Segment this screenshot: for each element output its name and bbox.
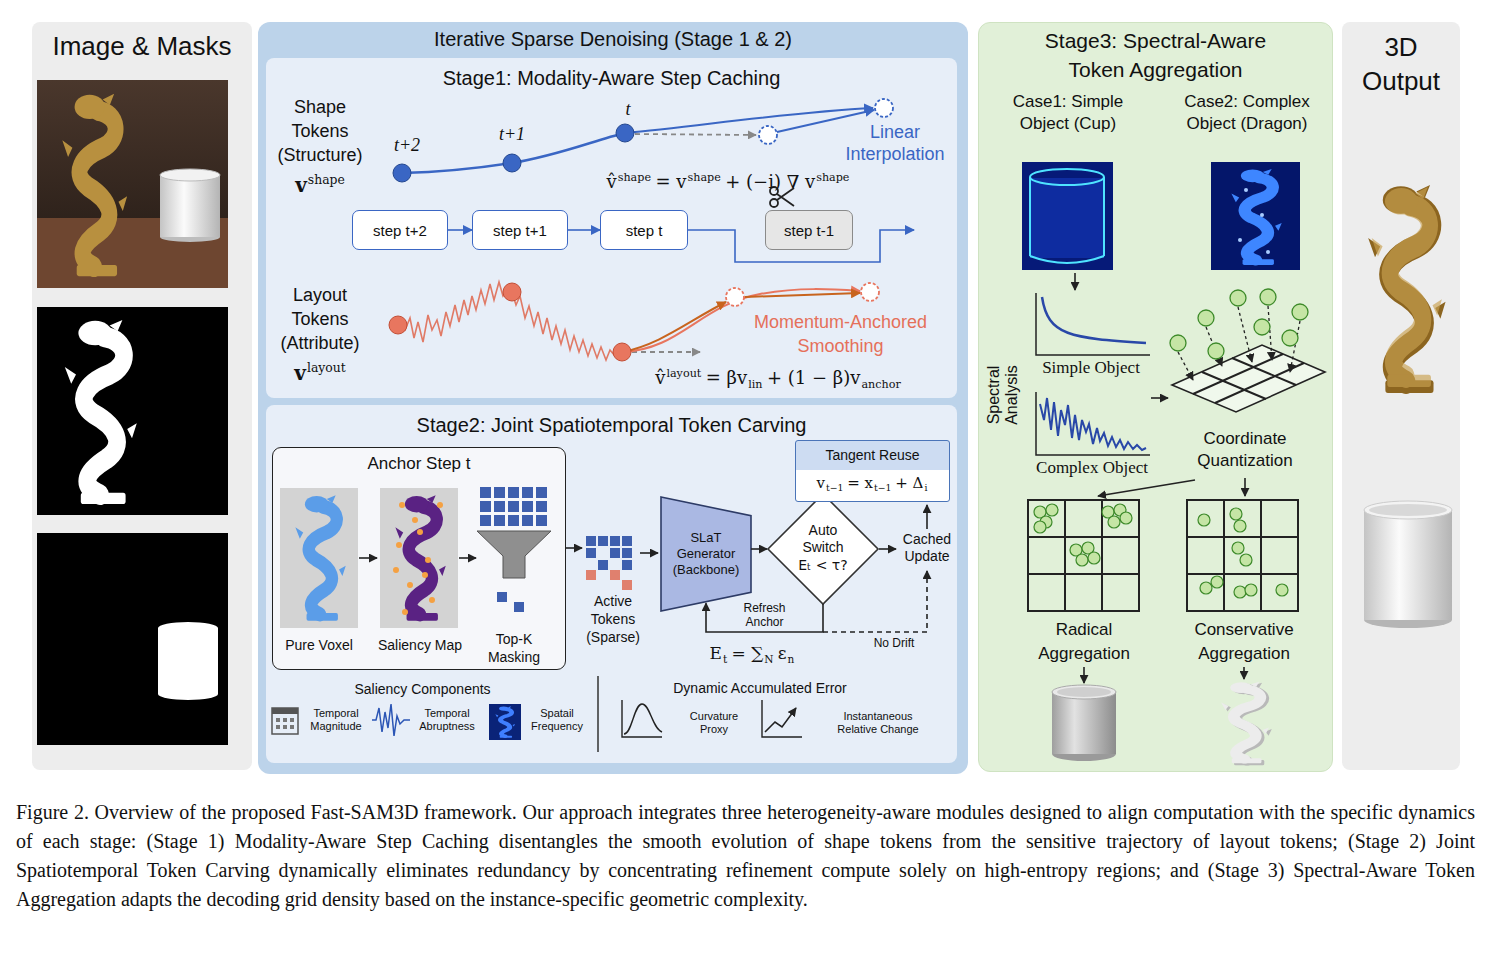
step-box: step t+2 (352, 210, 448, 250)
node-label: 3D Output (1342, 22, 1460, 99)
math-text: = x (847, 474, 873, 492)
math-text: v̂ (655, 367, 665, 388)
node-label: step t (626, 222, 663, 239)
label: Shape Tokens (Structure) (270, 95, 370, 167)
edge-label: Refresh Anchor (735, 601, 795, 629)
label: Radical Aggregation (1034, 618, 1134, 666)
decision-diamond: Auto SwitchEₜ < τ? (767, 493, 879, 605)
text-stack: Auto SwitchEₜ < τ? (790, 522, 856, 574)
subscript: t−1 (826, 482, 843, 493)
node-label: step t-1 (784, 222, 834, 239)
side-panel: 3D Output (1342, 22, 1460, 770)
label: Case1: Simple Object (Cup) (1008, 91, 1128, 135)
label: Conservative Aggregation (1184, 618, 1304, 666)
math-text: + (1 − β)v (767, 367, 860, 388)
label: Coordinate Quantization (1178, 428, 1312, 472)
subscript: lin (748, 378, 762, 391)
label: Layout Tokens (Attribute) (270, 283, 370, 355)
stage-panel: Iterative Sparse Denoising (Stage 1 & 2)… (258, 22, 968, 774)
math-text: E (710, 643, 722, 663)
label: Top-K Masking (478, 630, 550, 666)
node-label: Stage2: Joint Spatiotemporal Token Carvi… (266, 405, 957, 437)
node-label: Auto Switch (790, 522, 856, 556)
math-text: = v (656, 171, 687, 192)
label: Curvature Proxy (684, 710, 744, 736)
equation: v̂shape= vshape+ (−i) ∇ vshape (607, 172, 850, 192)
skipped-step-box: step t-1 (765, 210, 853, 250)
node-label: step t+2 (373, 222, 427, 239)
label: Saliency Map (374, 637, 466, 654)
node-label: Stage1: Modality-Aware Step Caching (266, 58, 957, 90)
math-text: = βv (706, 367, 747, 388)
equation: vlayout (294, 362, 345, 384)
side-panel: Image & Masks (32, 22, 252, 770)
math-text: = ∑ (732, 643, 764, 663)
math-text: v (294, 361, 306, 385)
superscript: shape (618, 171, 651, 184)
module-panel: Stage2: Joint Spatiotemporal Token Carvi… (266, 405, 957, 763)
math-text: ε (778, 643, 787, 663)
math-text: + Δ (895, 474, 923, 492)
node-label: Tangent Reuse (796, 441, 949, 464)
diamond-shape (768, 494, 878, 604)
node-label: Eₜ < τ? (790, 556, 856, 574)
math-text: v (295, 173, 307, 197)
step-box: step t (600, 210, 688, 250)
node-label: step t+1 (493, 222, 547, 239)
equation: v̂layout = βvlin + (1 − β)vanchor (655, 368, 901, 388)
equation: vshape (295, 174, 345, 196)
label: No Drift (866, 636, 922, 650)
step-box: step t+1 (472, 210, 568, 250)
trapezoid-shape (661, 497, 751, 611)
subscript: t−1 (874, 482, 891, 493)
label: Instantaneous Relative Change (833, 710, 923, 736)
label: t (616, 99, 640, 121)
superscript: layout (307, 360, 346, 375)
superscript: shape (816, 171, 849, 184)
label: Spatail Frequency (524, 707, 590, 733)
text-stack: SLaT Generator (Backbone) (666, 530, 746, 578)
node-label: SLaT Generator (Backbone) (666, 530, 746, 578)
label: Temporal Magnitude (300, 707, 372, 733)
node-label: Anchor Step t (273, 448, 565, 474)
label: Pure Voxel (279, 637, 359, 654)
superscript: layout (666, 367, 701, 380)
figure-caption: Figure 2. Overview of the proposed Fast-… (16, 798, 1475, 914)
axis-label: Spectral Analysis (985, 345, 1021, 445)
label: Temporal Abruptness (410, 707, 484, 733)
node-label: Image & Masks (32, 22, 252, 62)
label: Saliency Components (330, 681, 515, 698)
equation: vt−1= xt−1+ Δi (817, 475, 928, 492)
math-text: + (−i) ∇ v (725, 171, 815, 192)
subscript: t (723, 653, 727, 665)
label: Simple Object (1030, 358, 1152, 378)
label: Active Tokens (Sparse) (578, 592, 648, 646)
label: Complex Object (1028, 458, 1156, 478)
math-text: v̂ (607, 171, 617, 192)
subscript: anchor (861, 378, 900, 391)
generator-trapezoid: SLaT Generator (Backbone) (660, 496, 752, 612)
label: Momentum-Anchored Smoothing (748, 310, 933, 358)
label: Linear Interpolation (840, 121, 950, 165)
subscript: i (924, 482, 927, 493)
label: Cached Update (898, 531, 956, 565)
label: Dynamic Accumulated Error (660, 680, 860, 697)
math-text: v (817, 474, 825, 492)
label: t+1 (492, 124, 532, 146)
node-label: Stage3: Spectral-Aware Token Aggregation (979, 23, 1332, 85)
equation: Et = ∑Nεn (710, 644, 795, 663)
node-label: Iterative Sparse Denoising (Stage 1 & 2) (258, 22, 968, 51)
label: t+2 (387, 135, 427, 157)
subscript: n (788, 653, 795, 665)
label: Case2: Complex Object (Dragon) (1172, 91, 1322, 135)
superscript: shape (308, 172, 345, 187)
superscript: shape (687, 171, 720, 184)
subscript: N (764, 653, 773, 665)
